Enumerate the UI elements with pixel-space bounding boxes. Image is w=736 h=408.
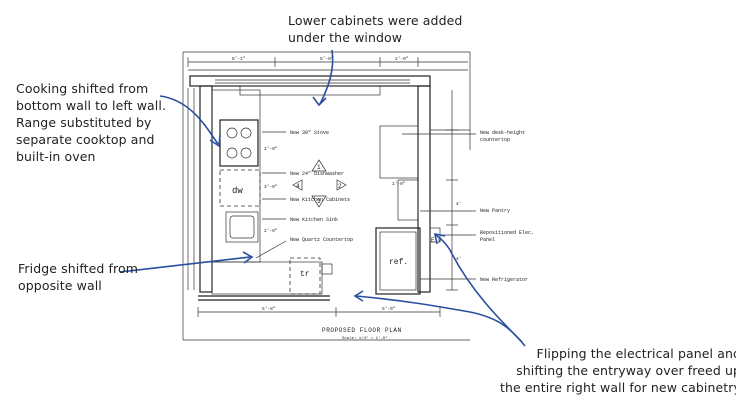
marker-2: 2 [338,183,342,190]
arrow-entry-head [353,290,364,302]
bottom-dimensions: 5'-8" 5'-0" [197,306,441,317]
right-dimensions: 4' 4' 1'-0" 2'-0" 3'-0" 2'-0" [264,90,461,291]
top-wall-window [189,75,431,96]
marker-1: 1 [317,164,321,171]
right-leader-lines [402,133,476,280]
label-countertop: New Quartz Countertop [290,237,353,243]
label-desk-2: countertop [480,137,510,143]
annotation-top: Lower cabinets were added under the wind… [288,13,463,45]
arrow-top [319,49,334,105]
top-dimensions: 8'-1" 5'-0" 2'-0" [187,56,468,71]
trash-pullout [289,257,321,295]
label-panel-1: Repositioned Elec. [480,230,534,236]
cooktop [219,119,259,167]
sheet-frame [182,51,471,341]
marker-4: 4 [296,183,300,190]
markers: 1 2 3 4 [292,159,347,208]
dim-misc-2: 2'-0" [264,146,278,152]
left-leader-lines [255,131,287,259]
dim-misc-4: 2'-0" [264,228,278,234]
electrical-panel-label: E.P. [431,237,445,244]
annotation-arrows [119,49,526,347]
arrow-panel-head [433,232,446,245]
dim-right-1: 4' [456,201,461,207]
annotation-cooking: Cooking shifted from bottom wall to left… [16,81,167,164]
label-pantry: New Pantry [480,208,510,214]
dim-bottom-1: 5'-8" [262,306,276,312]
annotation-fridge: Fridge shifted from opposite wall [18,261,139,293]
plan-scale: Scale: 1/4" = 1'-0" [342,336,388,341]
annotation-panel: Flipping the electrical panel and shifti… [500,346,736,395]
kitchen-sink [225,211,259,243]
arrow-fridge [119,256,251,273]
label-sink: New Kitchen Sink [290,217,338,223]
arrow-panel [435,234,523,343]
refrigerator [375,227,421,295]
label-desk-1: New desk-height [480,130,525,136]
plan-title: PROPOSED FLOOR PLAN [322,327,402,334]
dim-bottom-2: 5'-0" [382,306,396,312]
dishwasher-label: dw [232,186,243,196]
dim-top-1: 8'-1" [232,56,246,62]
desk-counter [379,125,419,179]
bottom-counter: tr [198,257,333,301]
dishwasher [219,169,261,207]
dim-misc-3: 3'-0" [264,184,278,190]
dim-misc-1: 1'-0" [392,181,406,187]
dim-top-2: 5'-0" [320,56,334,62]
pantry [397,179,419,221]
right-wall: ref. E.P. [375,85,470,295]
label-dishwasher: New 24" Dishwasher [290,171,344,177]
label-cabinets: New Kitchen Cabinets [290,197,350,203]
dim-top-3: 2'-0" [395,56,409,62]
label-refrigerator: New Refrigerator [480,277,528,283]
refrigerator-label: ref. [389,258,408,267]
left-cabinet-run: dw [211,89,261,263]
label-panel-2: Panel [480,237,495,243]
trash-label: tr [300,270,310,279]
dim-right-2: 4' [456,256,461,262]
arrow-left-head [209,134,221,148]
arrow-top-head [312,96,327,107]
arrow-fridge-head [242,251,254,264]
label-stove: New 30" Stove [290,130,329,136]
arrow-left [159,95,219,145]
marker-3: 3 [317,198,321,205]
